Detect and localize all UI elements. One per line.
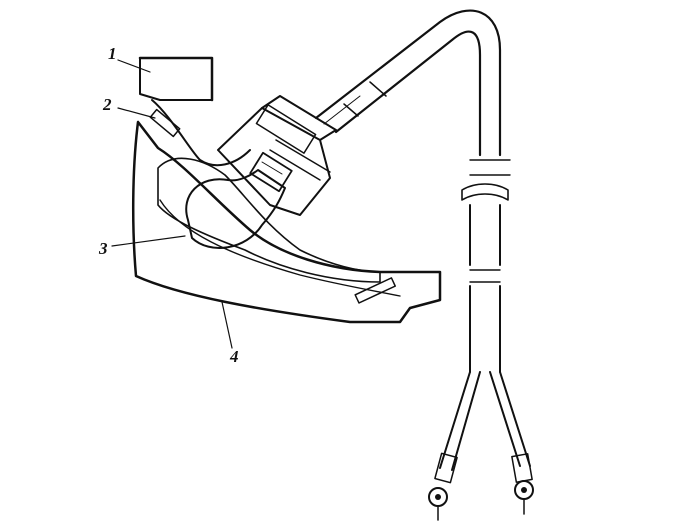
callout-3: 3	[98, 239, 108, 258]
lamp-socket	[217, 95, 337, 216]
reflector-housing	[131, 120, 442, 324]
cable-conduit	[314, 9, 511, 373]
callout-1: 1	[108, 44, 117, 63]
fixing-bolts	[149, 108, 396, 304]
callout-4: 4	[229, 347, 239, 366]
leader-lines	[111, 59, 233, 349]
callout-2: 2	[102, 95, 112, 114]
cable-leads	[428, 371, 534, 521]
top-casting	[138, 56, 251, 167]
lamp-bulb	[185, 151, 293, 249]
